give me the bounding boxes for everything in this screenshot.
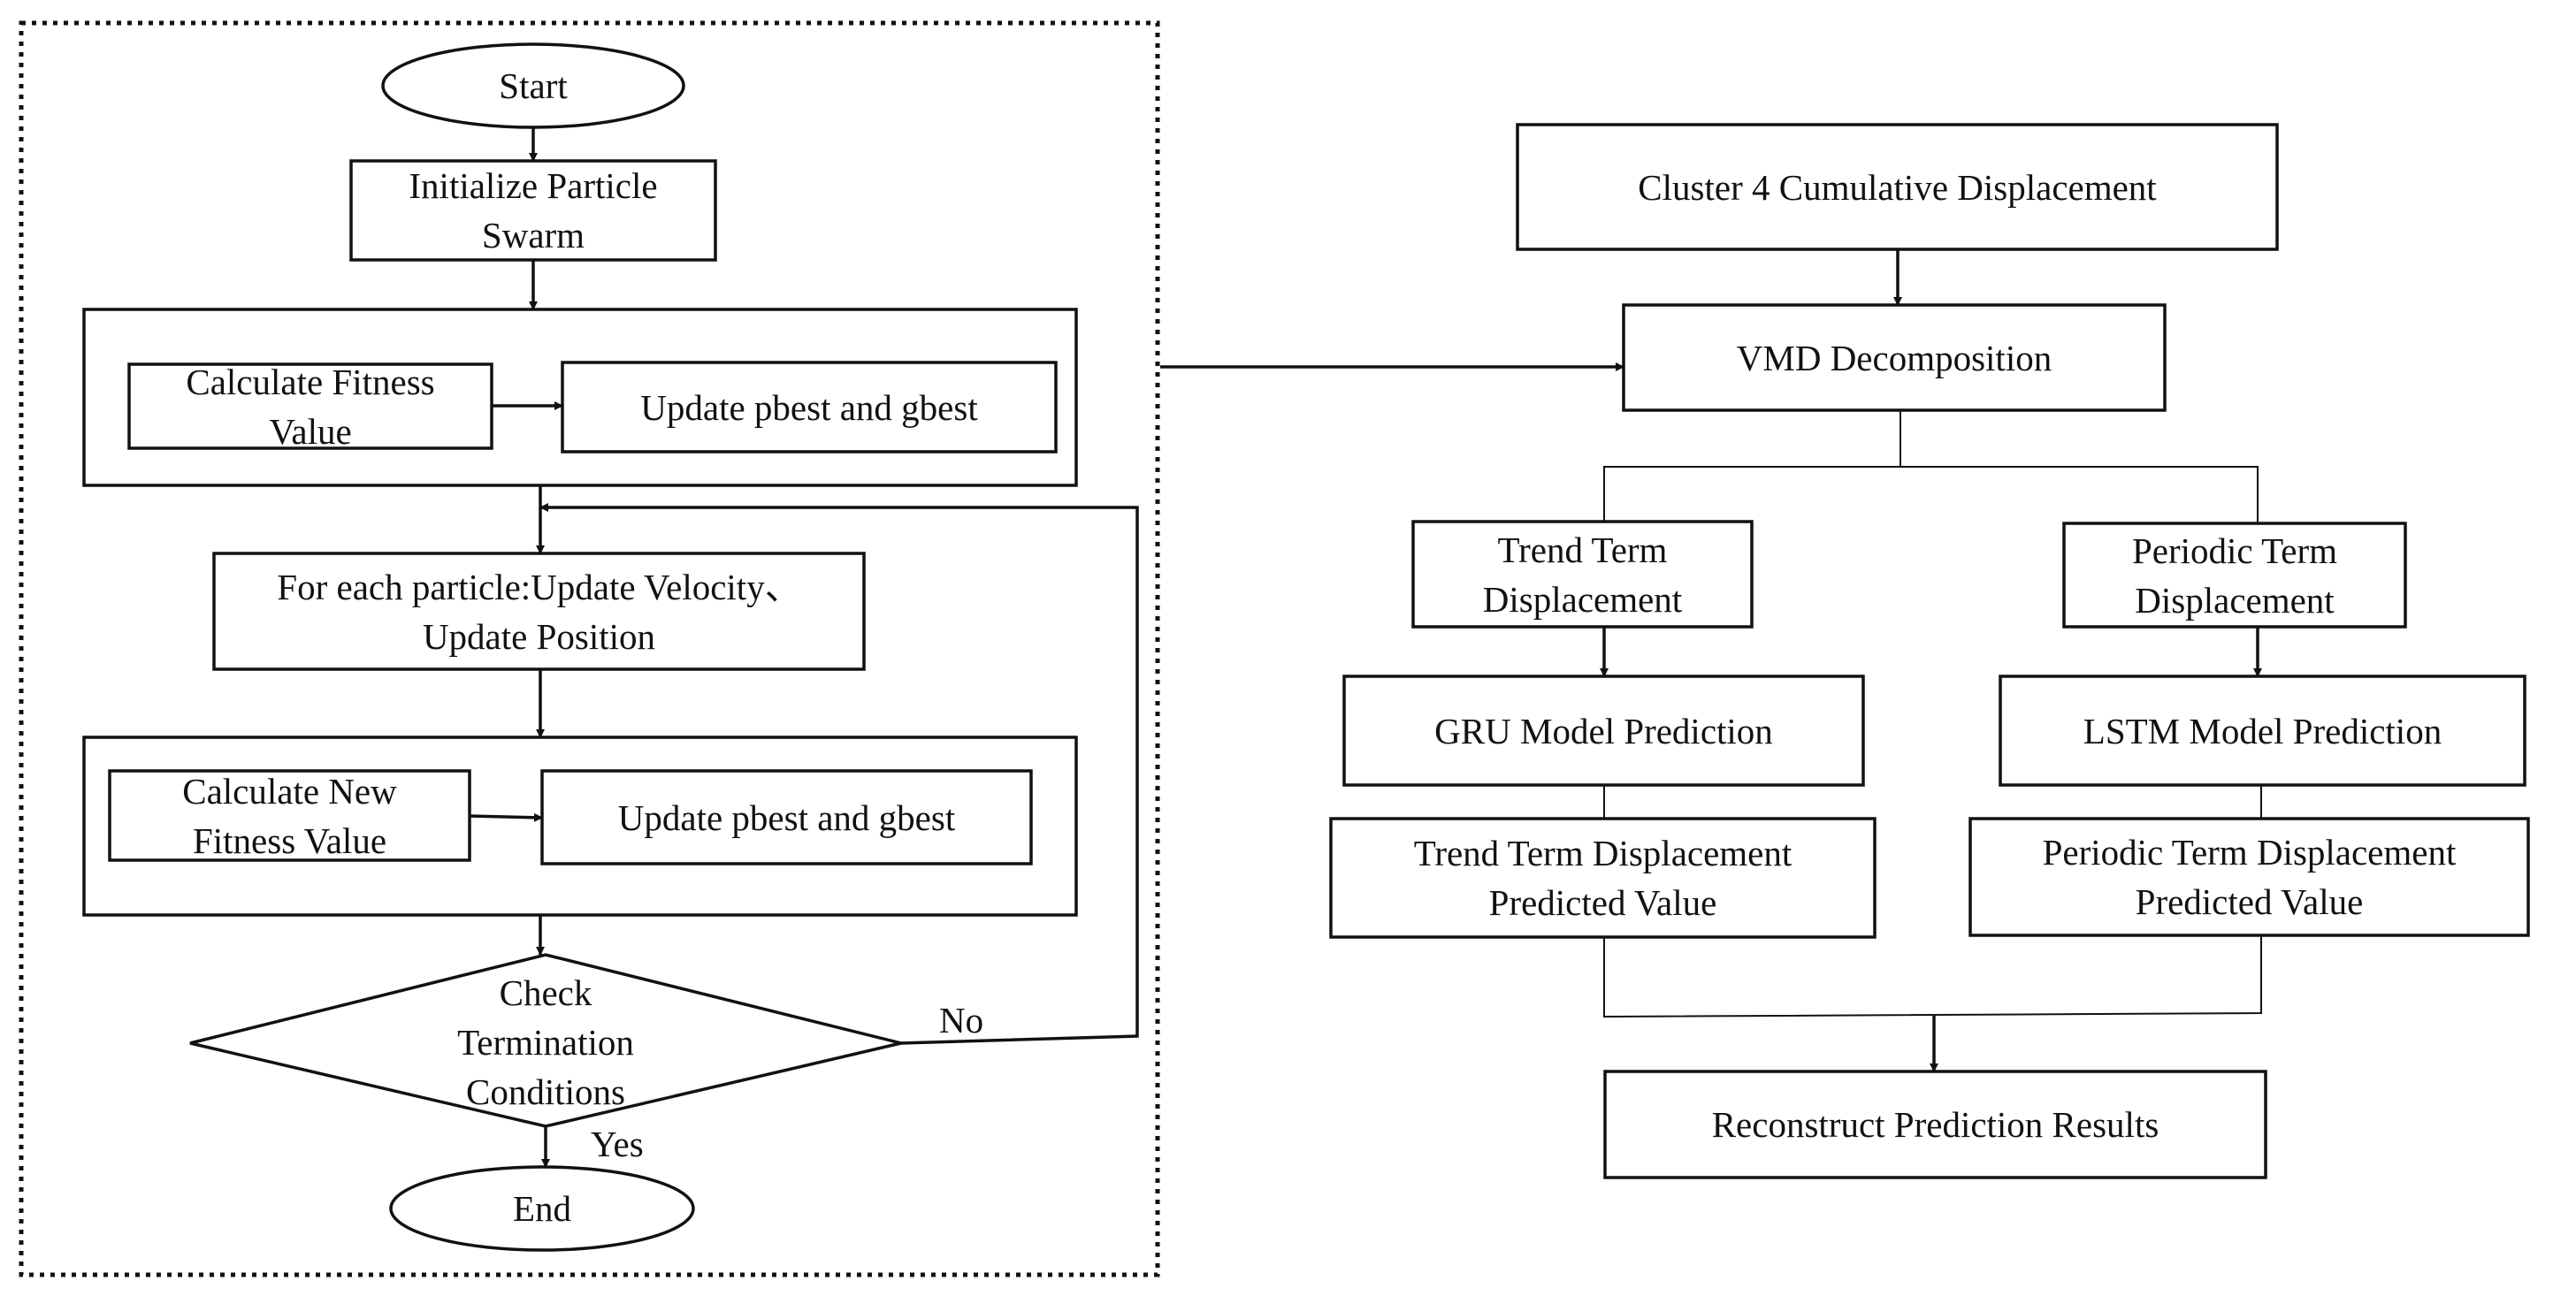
no-label: No bbox=[939, 1000, 984, 1041]
cumulative-label: Cluster 4 Cumulative Displacement bbox=[1638, 166, 2157, 208]
split-bar bbox=[1603, 466, 2259, 523]
vmd-label: VMD Decomposition bbox=[1736, 337, 2052, 378]
lstm-label: LSTM Model Prediction bbox=[2083, 710, 2442, 751]
fitness-group-box bbox=[82, 308, 1078, 487]
start-label: Start bbox=[499, 65, 568, 106]
trend-box bbox=[1411, 520, 1754, 629]
gru-label: GRU Model Prediction bbox=[1434, 710, 1773, 751]
reconstruct-label: Reconstruct Prediction Results bbox=[1711, 1104, 2159, 1145]
pso-dotted-frame bbox=[19, 20, 1160, 1277]
end-label: End bbox=[512, 1188, 572, 1229]
new-fitness-group-box bbox=[82, 736, 1078, 917]
update-particle-label: For each particle:Update Velocity、Update… bbox=[277, 566, 801, 657]
yes-label: Yes bbox=[591, 1124, 644, 1164]
lstm-box bbox=[1999, 675, 2526, 787]
merge-bar bbox=[1603, 935, 2262, 1018]
calc-new-fitness-box bbox=[108, 769, 471, 862]
loop-no-line bbox=[539, 503, 1139, 1045]
periodic-box bbox=[2062, 522, 2407, 629]
trend-pred-box bbox=[1329, 817, 1877, 939]
update-best-1-label: Update pbest and gbest bbox=[640, 386, 978, 428]
periodic-pred-box bbox=[1968, 817, 2530, 937]
update-best-2-label: Update pbest and gbest bbox=[617, 797, 956, 838]
arrow-newfitness-update bbox=[469, 812, 543, 822]
